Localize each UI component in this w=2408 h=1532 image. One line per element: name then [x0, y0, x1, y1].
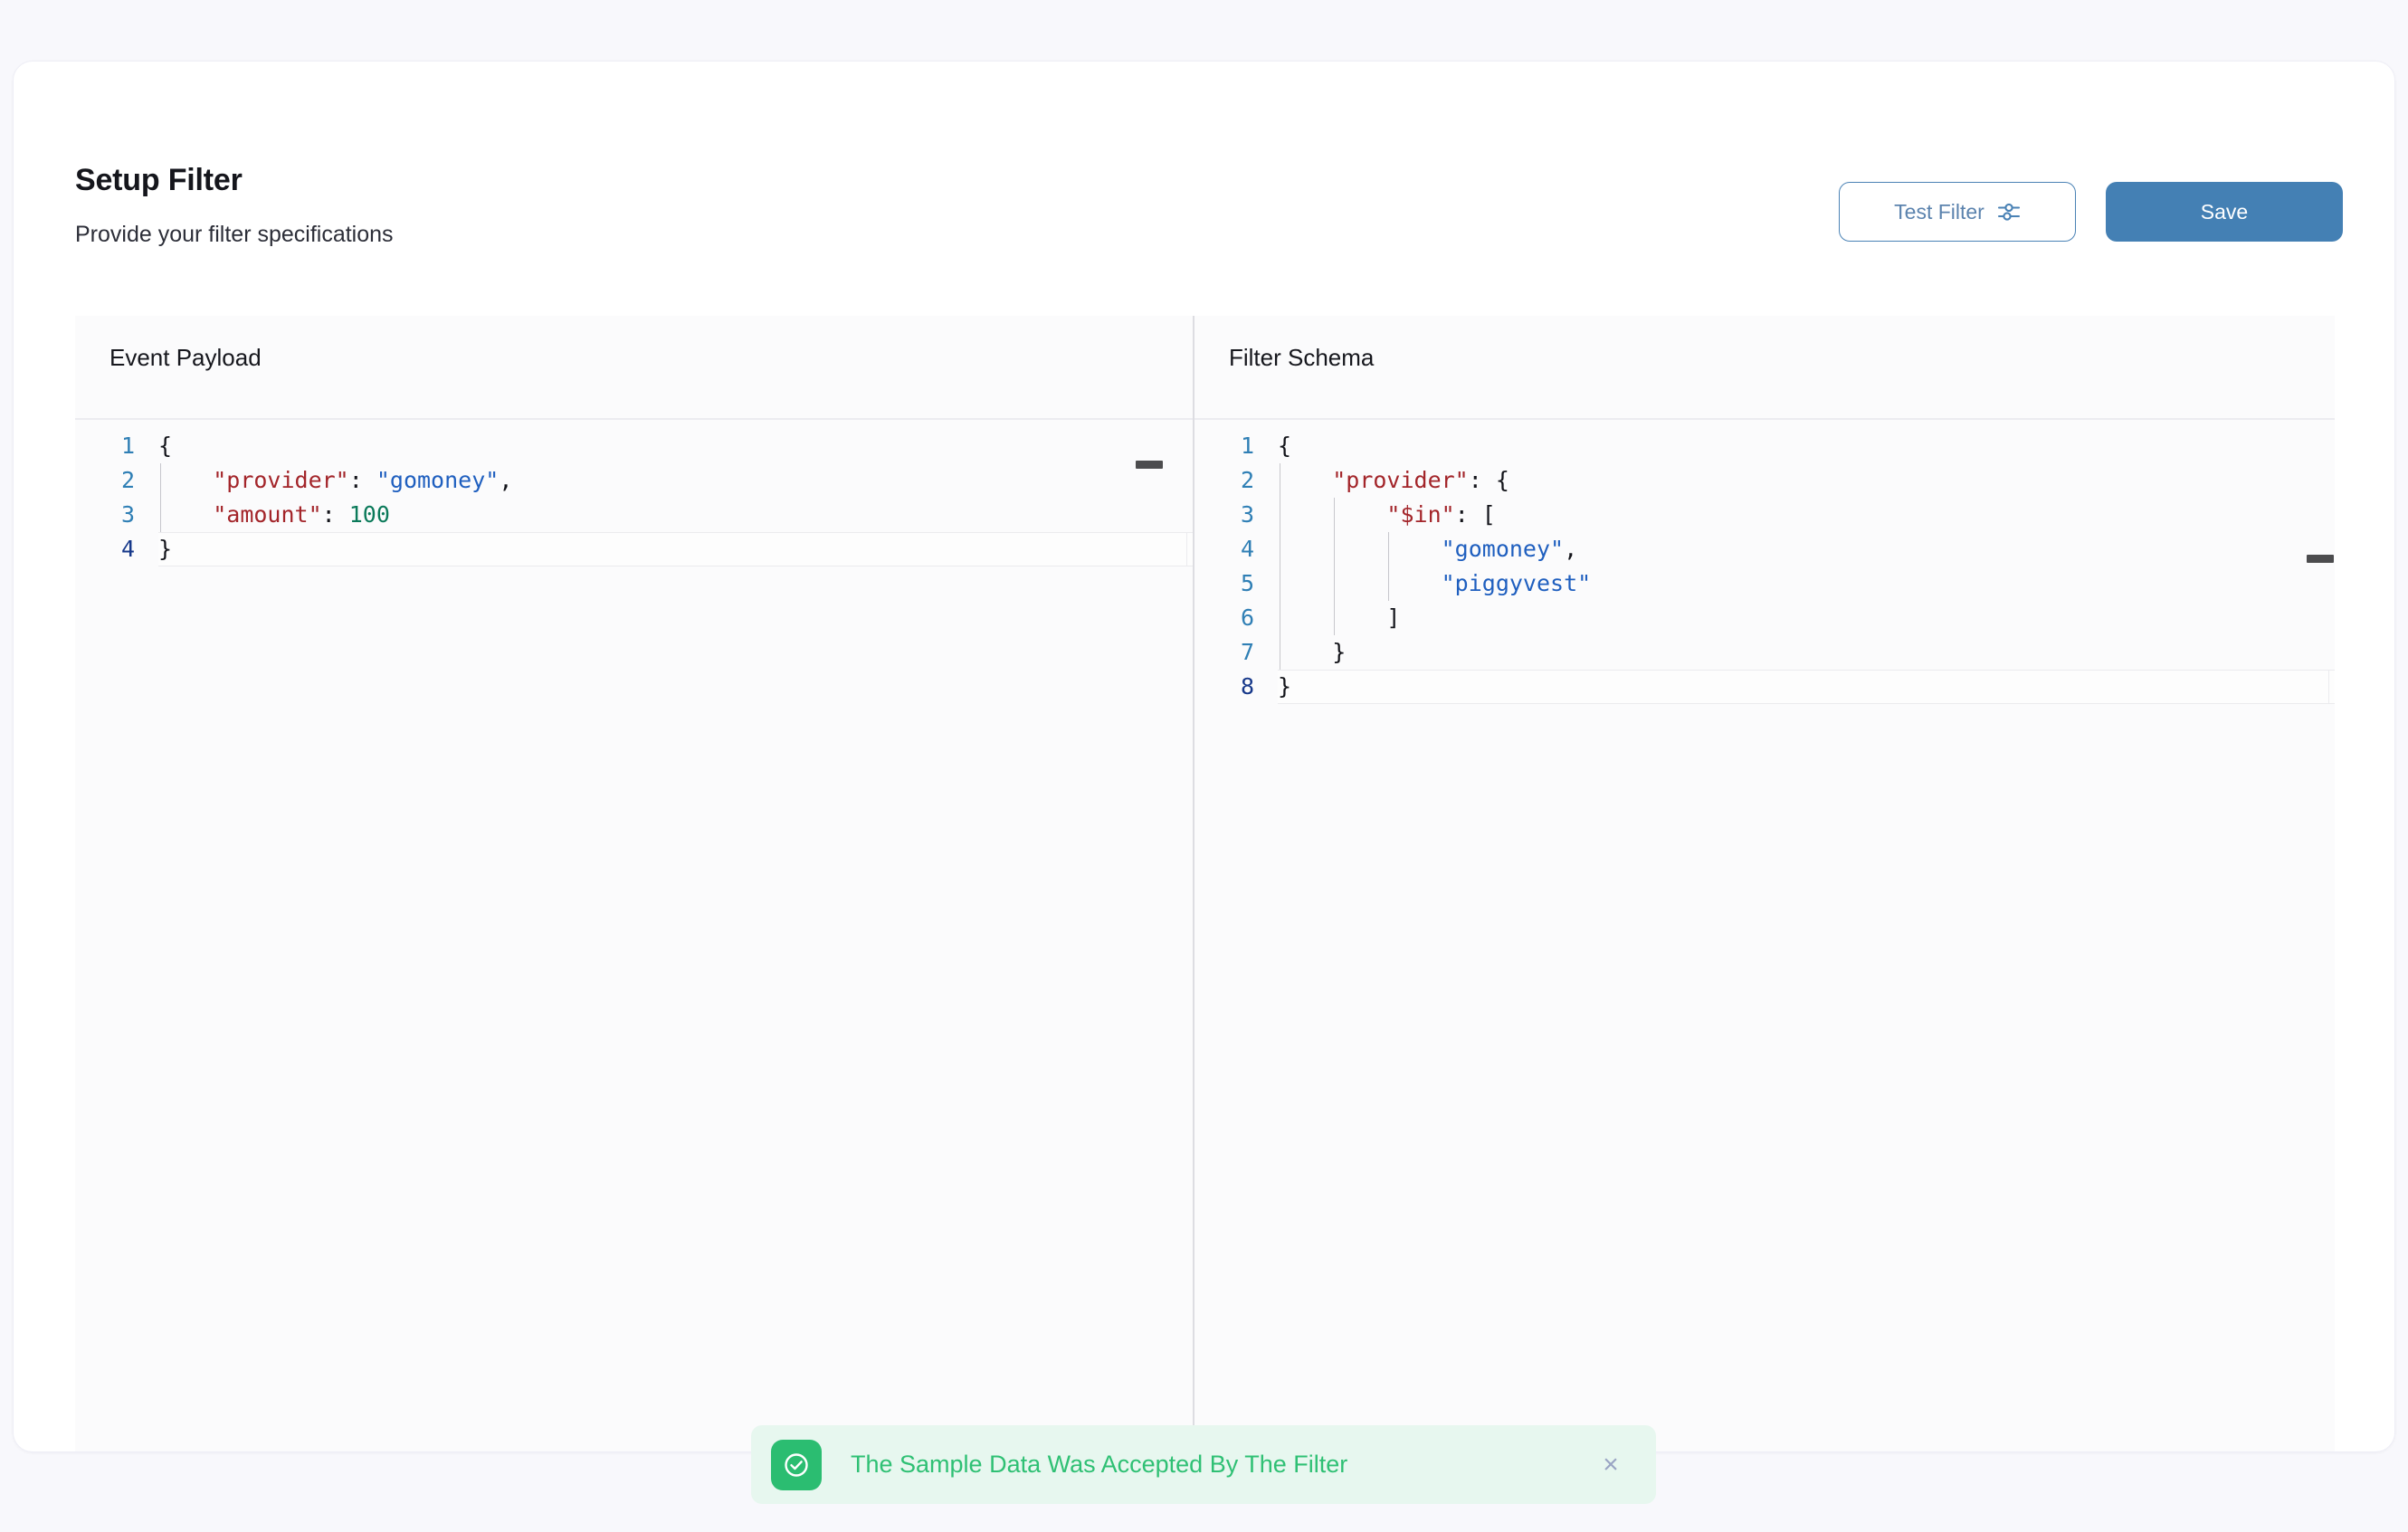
test-filter-label: Test Filter — [1894, 199, 1984, 224]
filter-schema-code[interactable]: 1{2 "provider": {3 "$in": [4 "gomoney",5… — [1194, 420, 2335, 704]
line-number: 6 — [1240, 604, 1254, 631]
code-line-text: "provider": { — [1332, 467, 1509, 493]
line-number: 7 — [1240, 639, 1254, 665]
code-line[interactable]: 3 "amount": 100 — [75, 498, 1193, 532]
code-line[interactable]: 4 "gomoney", — [1194, 532, 2335, 566]
filter-schema-editor[interactable]: 1{2 "provider": {3 "$in": [4 "gomoney",5… — [1194, 418, 2335, 1451]
card-header: Setup Filter Provide your filter specifi… — [14, 62, 2394, 247]
indent-guide — [1334, 498, 1336, 635]
code-line-text: "amount": 100 — [213, 501, 390, 528]
code-line[interactable]: 2 "provider": { — [1194, 463, 2335, 498]
event-payload-pane: Event Payload 1{2 "provider": "gomoney",… — [75, 316, 1193, 1451]
code-line-text: ] — [1278, 604, 1401, 631]
code-line-text: "provider": "gomoney", — [213, 467, 513, 493]
save-button[interactable]: Save — [2106, 182, 2343, 242]
editor-divider[interactable] — [1193, 316, 1194, 1451]
code-line[interactable]: 2 "provider": "gomoney", — [75, 463, 1193, 498]
toast-message: The Sample Data Was Accepted By The Filt… — [851, 1451, 1348, 1478]
code-line[interactable]: 1{ — [1194, 429, 2335, 463]
test-filter-button[interactable]: Test Filter — [1839, 182, 2076, 242]
line-number: 4 — [120, 536, 135, 562]
code-line-text: "piggyvest" — [1441, 570, 1592, 596]
sliders-icon — [1997, 200, 2021, 224]
code-line[interactable]: 7 } — [1194, 635, 2335, 670]
code-line[interactable]: 3 "$in": [ — [1194, 498, 2335, 532]
line-number: 1 — [120, 433, 135, 459]
event-payload-editor[interactable]: 1{2 "provider": "gomoney",3 "amount": 10… — [75, 418, 1193, 1451]
page-subtitle: Provide your filter specifications — [75, 222, 394, 247]
line-number: 1 — [1240, 433, 1254, 459]
setup-filter-card: Setup Filter Provide your filter specifi… — [13, 61, 2395, 1452]
code-line[interactable]: 8} — [1194, 670, 2335, 704]
code-line-text: } — [1278, 639, 1347, 665]
code-line-text: "$in": [ — [1386, 501, 1496, 528]
code-line[interactable]: 5 "piggyvest" — [1194, 566, 2335, 601]
code-line-text: } — [1278, 670, 2335, 704]
filter-schema-label: Filter Schema — [1229, 344, 1375, 371]
line-number: 2 — [120, 467, 135, 493]
code-line-text: "gomoney", — [1441, 536, 1578, 562]
code-line[interactable]: 4} — [75, 532, 1193, 566]
line-number: 2 — [1240, 467, 1254, 493]
code-line-text: { — [1278, 433, 1292, 459]
save-button-label: Save — [2200, 199, 2249, 224]
filter-schema-resize-handle[interactable] — [2307, 555, 2334, 563]
filter-schema-pane: Filter Schema 1{2 "provider": {3 "$in": … — [1194, 316, 2335, 1451]
indent-guide — [160, 463, 161, 532]
code-line[interactable]: 6 ] — [1194, 601, 2335, 635]
line-number: 5 — [1240, 570, 1254, 596]
code-line-text: } — [158, 532, 1193, 566]
indent-guide — [1388, 532, 1390, 601]
code-line[interactable]: 1{ — [75, 429, 1193, 463]
editors-container: Event Payload 1{2 "provider": "gomoney",… — [75, 316, 2335, 1451]
check-circle-icon — [771, 1439, 822, 1490]
line-number: 3 — [120, 501, 135, 528]
event-payload-code[interactable]: 1{2 "provider": "gomoney",3 "amount": 10… — [75, 420, 1193, 566]
page-title: Setup Filter — [75, 163, 243, 197]
close-icon[interactable]: × — [1603, 1449, 1619, 1480]
code-line-text: { — [158, 433, 173, 459]
line-number: 4 — [1240, 536, 1254, 562]
line-number: 8 — [1240, 673, 1254, 699]
event-payload-label: Event Payload — [109, 344, 262, 371]
header-actions: Test Filter Save — [1839, 182, 2343, 242]
success-toast: The Sample Data Was Accepted By The Filt… — [751, 1425, 1656, 1504]
line-number: 3 — [1240, 501, 1254, 528]
event-payload-resize-handle[interactable] — [1136, 461, 1163, 469]
